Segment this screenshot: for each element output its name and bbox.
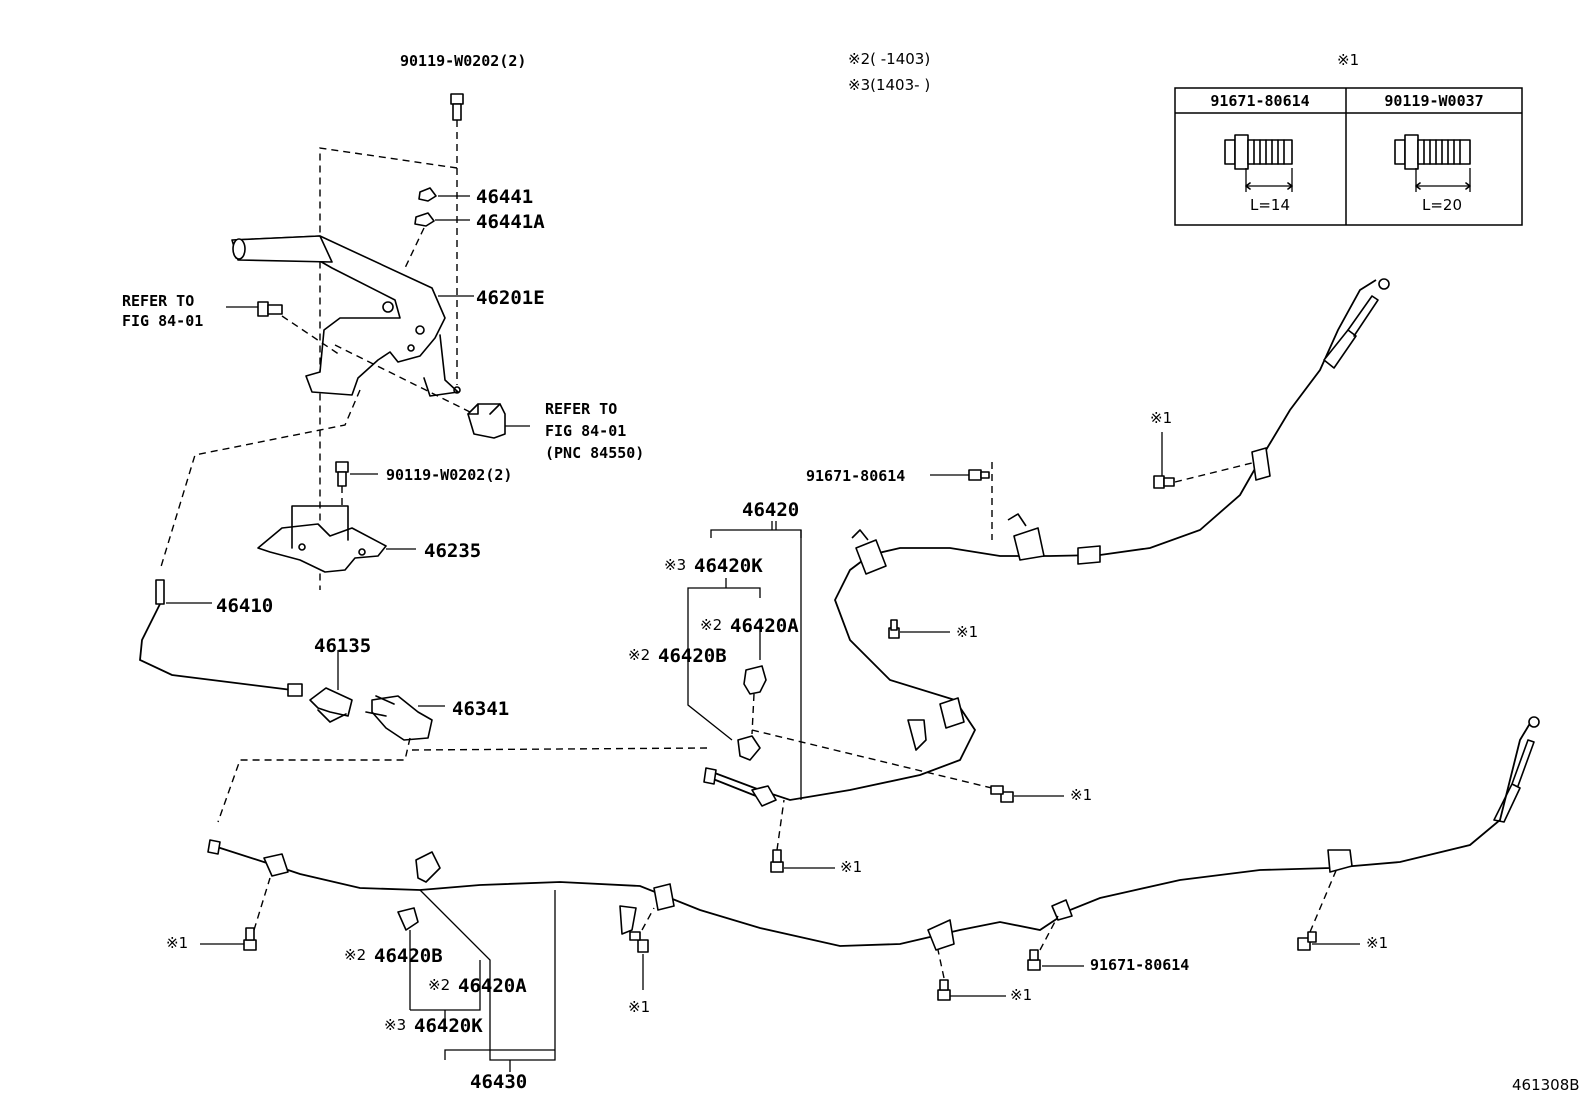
label-90119-w0202-top: 90119-W0202(2) [400,52,526,70]
nut-icon [414,187,437,227]
label-46410: 46410 [216,595,273,617]
figure-id: 461308B [1512,1076,1580,1094]
rear-cable-right [703,278,1390,807]
label-mark1-e: ※1 [166,934,188,952]
equalizer [309,687,353,723]
label-note2-46420b-bottom-mark: ※2 [344,946,366,964]
bolt-icon [257,301,283,317]
label-90119-w0202-mid: 90119-W0202(2) [386,466,512,484]
table-col-2-part: 90119-W0037 [1384,92,1483,110]
label-91671-80614-top: 91671-80614 [806,467,905,485]
label-46420: 46420 [742,499,799,521]
note-2: ※2( -1403) [848,50,930,68]
bolt-icon [629,931,649,953]
label-note2-46420a-bottom-mark: ※2 [428,976,450,994]
label-46420k-bottom: 46420K [414,1015,483,1037]
bolt-spec-table: ※1 91671-80614 90119-W0037 L=14 [1174,51,1523,226]
label-46441a: 46441A [476,211,545,233]
clip-icon [737,665,767,761]
bolt-icon [1297,931,1317,951]
bolt-icon [770,849,784,873]
label-mark1-b: ※1 [956,623,978,641]
parking-brake-lever [231,235,461,397]
label-mark1-d: ※1 [840,858,862,876]
bolt-icon [1394,134,1471,192]
label-46341: 46341 [452,698,509,720]
label-mark1-a: ※1 [1150,409,1172,427]
label-46430: 46430 [470,1071,527,1093]
label-mark1-c: ※1 [1070,786,1092,804]
label-46441: 46441 [476,186,533,208]
bolt-icon [968,469,990,481]
bolt-icon [937,979,951,1001]
cable-joint [365,695,433,741]
clip-icon [397,907,419,931]
front-cable [139,579,303,697]
bolt-icon [990,785,1014,803]
bolt-icon [450,93,464,121]
label-46420b-bottom: 46420B [374,945,443,967]
label-91671-80614-bottom: 91671-80614 [1090,956,1189,974]
table-frame [1174,87,1523,226]
label-note3-46420k-top-mark: ※3 [664,556,686,574]
label-pnc: (PNC 84550) [545,444,644,462]
table-col-2-length: L=20 [1422,196,1462,214]
label-fig-84-01-right: FIG 84-01 [545,422,626,440]
bolt-icon [335,461,349,487]
bracket-icon [467,403,506,439]
table-col-1-length: L=14 [1250,196,1290,214]
label-note3-46420k-bottom-mark: ※3 [384,1016,406,1034]
label-46201e: 46201E [476,287,545,309]
label-refer-to-2: REFER TO [545,400,617,418]
label-46420a-top: 46420A [730,615,799,637]
bolt-icon [243,927,257,951]
note-3: ※3(1403- ) [848,76,930,94]
label-fig-84-01-left: FIG 84-01 [122,312,203,330]
bolt-icon [1224,134,1293,192]
label-note2-46420a-top-mark: ※2 [700,616,722,634]
table-marker: ※1 [1337,51,1359,69]
table-col-1-part: 91671-80614 [1210,92,1309,110]
label-46420a-bottom: 46420A [458,975,527,997]
label-46235: 46235 [424,540,481,562]
label-46135: 46135 [314,635,371,657]
label-mark1-f: ※1 [628,998,650,1016]
bolt-icon [1027,949,1041,971]
label-46420b-top: 46420B [658,645,727,667]
rear-cable-left [207,716,1540,951]
bolt-icon [1153,475,1175,489]
bolt-icon [888,619,900,639]
label-refer-to-1: REFER TO [122,292,194,310]
label-note2-46420b-top-mark: ※2 [628,646,650,664]
label-46420k-top: 46420K [694,555,763,577]
label-mark1-g: ※1 [1010,986,1032,1004]
lever-bracket [257,505,387,573]
label-mark1-h: ※1 [1366,934,1388,952]
